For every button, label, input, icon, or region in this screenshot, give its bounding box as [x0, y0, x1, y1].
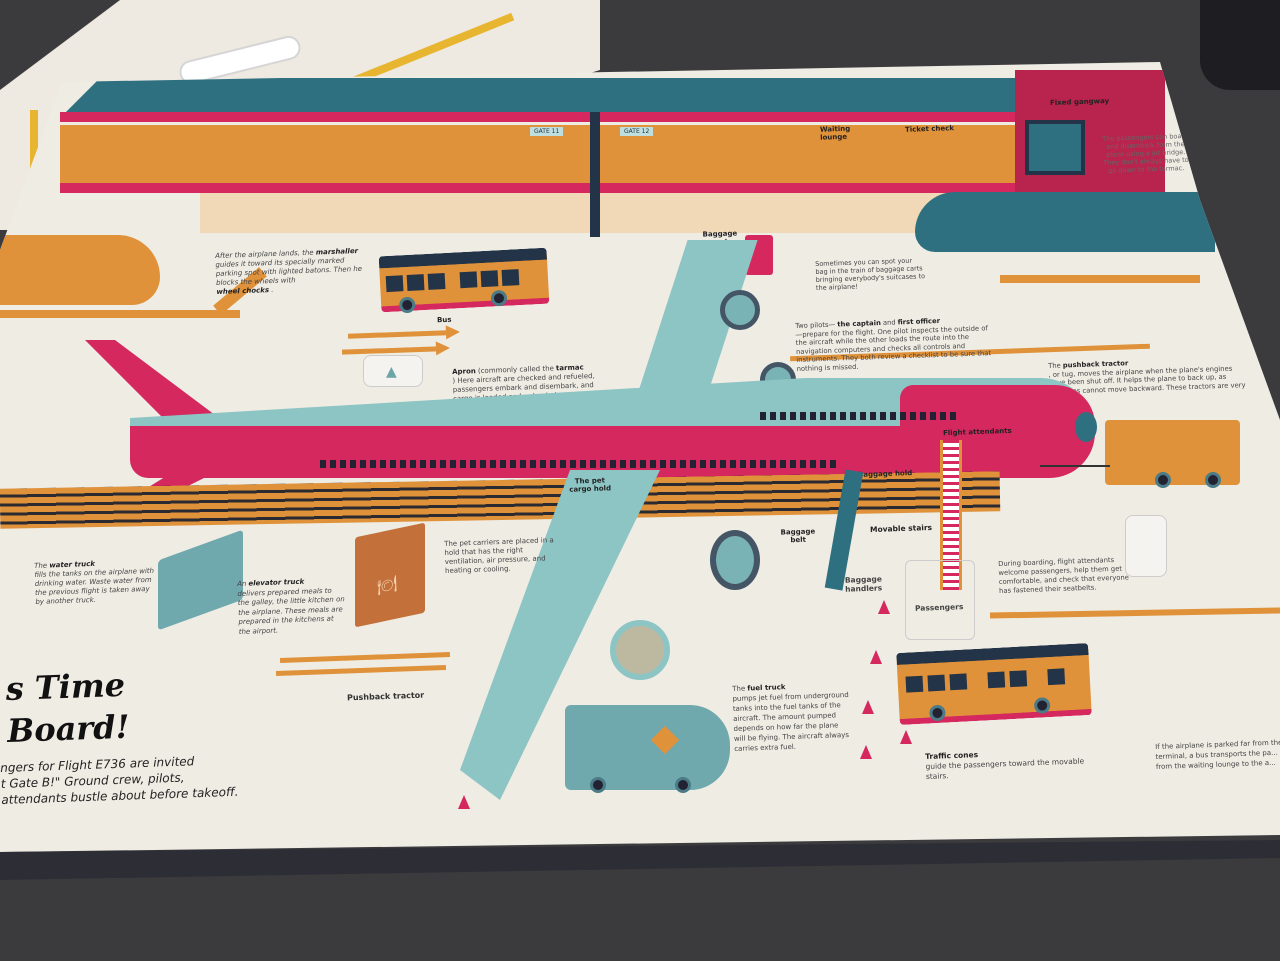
baggage-cart-caption: Sometimes you can spot your bag in the t…	[815, 256, 926, 292]
terminal-glass	[200, 193, 1020, 233]
page-heading: s Time Board!	[5, 664, 130, 752]
window-row-upper	[760, 412, 960, 420]
plate-cutlery-icon: 🍽	[377, 573, 398, 597]
fixed-gangway-caption: The passengers can board and disembark f…	[1102, 131, 1189, 175]
movable-stairs	[940, 440, 962, 590]
heading-line: s Time	[5, 665, 126, 708]
pet-cargo-hold-label: The pet cargo hold	[569, 476, 612, 494]
parked-plane-right	[915, 192, 1215, 252]
caption-text: The	[34, 561, 48, 570]
elevator-truck: 🍽	[355, 522, 425, 628]
caption-text: pumps jet fuel from underground tanks in…	[732, 690, 850, 753]
caption-text: An	[237, 579, 247, 588]
boarding-caption: During boarding, flight attendants welco…	[998, 555, 1130, 595]
traffic-cone-icon	[878, 600, 890, 614]
traffic-cone-icon	[862, 700, 874, 714]
passengers-label: Passengers	[914, 602, 964, 613]
traffic-cone-icon	[900, 730, 912, 744]
gate-sign: GATE 12	[620, 127, 654, 136]
taxi-line	[279, 652, 451, 663]
caption-text: fills the tanks on the airplane with dri…	[34, 566, 155, 606]
remote-bus[interactable]	[896, 643, 1092, 725]
traffic-cone-icon	[870, 650, 882, 664]
airplane-radome	[1075, 412, 1097, 442]
engine	[720, 290, 760, 330]
engine	[710, 530, 760, 590]
pushback-tractor-label: Pushback tractor	[346, 690, 425, 703]
parked-plane-left	[0, 235, 160, 305]
jet-bridge	[1025, 120, 1085, 175]
traffic-cones-caption: Traffic conesguide the passengers toward…	[925, 746, 1096, 782]
tow-bar	[1040, 465, 1110, 467]
heading-line: Board!	[6, 707, 131, 750]
intro-paragraph: ngers for Flight E736 are invited t Gate…	[0, 752, 239, 808]
traffic-cone-icon	[860, 745, 872, 759]
terminal-floor-stripe	[60, 183, 1020, 193]
taxi-line	[1000, 275, 1200, 283]
terminal-pillar	[590, 112, 600, 237]
pet-carriers-caption: The pet carriers are placed in a hold th…	[444, 536, 554, 575]
terminal-roof	[60, 78, 1020, 118]
pushback-tractor	[1105, 420, 1240, 488]
lift-flap[interactable]	[1125, 515, 1167, 577]
fuel-truck	[565, 705, 730, 793]
taxi-line	[989, 607, 1280, 619]
taxi-line	[0, 310, 240, 318]
gate-sign: GATE 11	[530, 127, 564, 136]
caption-text: The	[732, 684, 746, 693]
baggage-handlers-label: Baggage handlers	[844, 574, 883, 594]
direction-arrow	[341, 346, 439, 355]
plane-illustration	[179, 35, 301, 85]
water-truck	[158, 529, 243, 631]
lift-flap[interactable]: ▲	[363, 355, 423, 387]
ticket-check-label: Ticket check	[904, 124, 955, 134]
crane-tower	[30, 110, 38, 200]
dark-object	[1200, 0, 1280, 90]
caption-text: guides it toward its specially marked pa…	[215, 256, 363, 287]
terminal-lounge: GATE 11 GATE 12 Waiting lounge Ticket ch…	[60, 124, 1020, 183]
window-row	[320, 460, 840, 468]
passengers-panel	[905, 560, 975, 640]
caption-text: delivers prepared meals to the galley, t…	[237, 586, 345, 636]
direction-arrow	[347, 330, 449, 339]
caption-bold: wheel chocks	[216, 286, 270, 296]
terminal-stripe	[60, 112, 1020, 122]
flammable-sign-icon	[650, 725, 680, 755]
waiting-lounge-label: Waiting lounge	[819, 124, 851, 142]
bus-label: Bus	[436, 315, 452, 325]
baggage-belt-label: Baggage belt	[780, 527, 816, 545]
engine	[610, 620, 670, 680]
taxi-line	[275, 665, 447, 676]
up-arrow-icon: ▲	[386, 364, 397, 380]
remote-bus-caption: If the airplane is parked far from the t…	[1155, 738, 1280, 771]
movable-stairs-label: Movable stairs	[869, 522, 933, 535]
caption-text: —prepare for the flight. One pilot inspe…	[795, 323, 992, 373]
bus-illustration	[378, 247, 550, 314]
traffic-cone-icon	[458, 795, 470, 809]
caption-text: .	[271, 285, 274, 295]
